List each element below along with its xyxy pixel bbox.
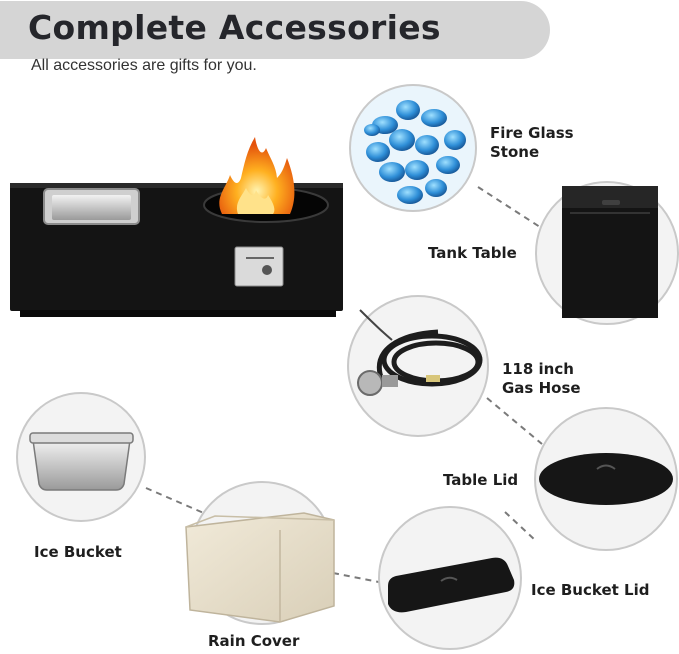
gas-hose-circle	[347, 295, 489, 437]
label-ice-bucket-lid: Ice Bucket Lid	[531, 581, 650, 599]
flame-icon	[219, 137, 295, 214]
label-fire-glass-stone: Fire Glass Stone	[490, 124, 574, 161]
fire-glass-circle	[349, 84, 477, 212]
ice-bucket-circle	[16, 392, 146, 522]
label-tank-table: Tank Table	[428, 244, 517, 262]
connector-lines	[145, 186, 543, 584]
label-table-lid: Table Lid	[443, 471, 519, 489]
ice-bucket-lid-circle	[378, 506, 522, 650]
label-rain-cover: Rain Cover	[208, 632, 300, 650]
rain-cover-circle	[185, 481, 335, 625]
table-lid-circle	[534, 407, 678, 551]
label-gas-hose: 118 inch Gas Hose	[502, 360, 581, 397]
page-title: Complete Accessories	[28, 8, 441, 47]
fire-pit-table	[10, 183, 343, 317]
tank-table-circle	[535, 181, 679, 325]
label-ice-bucket: Ice Bucket	[34, 543, 122, 561]
page-subtitle: All accessories are gifts for you.	[31, 57, 257, 74]
header-banner	[0, 1, 550, 59]
